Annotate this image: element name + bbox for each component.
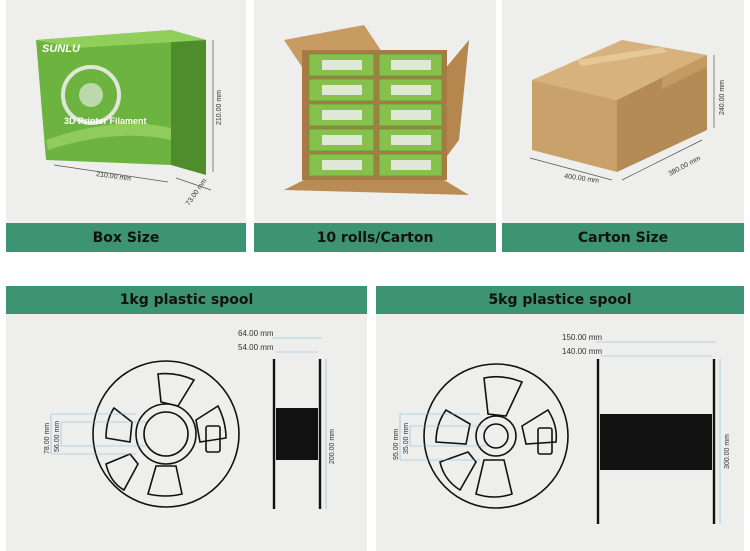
spool-1kg-side-view	[272, 359, 322, 509]
box-size-photo: SUNLU 3D Printer Filament 210.00 mm 210.…	[6, 0, 246, 223]
spool-5kg-inner-width: 140.00 mm	[562, 347, 602, 356]
box-size-caption: Box Size	[6, 223, 246, 252]
rolls-carton-photo	[254, 0, 496, 223]
box-title: 3D Printer Filament	[64, 116, 147, 126]
carton-length-label: 400.00 mm	[564, 173, 600, 185]
carton-width-label: 380.00 mm	[668, 155, 702, 178]
carton-size-photo: 400.00 mm 380.00 mm 240.00 mm	[502, 0, 744, 223]
spool-1kg-panel: 1kg plastic spool	[6, 286, 367, 551]
spool-1kg-hub-outer: 78.00 mm	[44, 423, 51, 454]
rolls-carton-panel: 10 rolls/Carton	[254, 0, 496, 252]
carton-size-panel: 400.00 mm 380.00 mm 240.00 mm Carton Siz…	[502, 0, 744, 252]
spool-5kg-front-view	[423, 363, 569, 509]
box-size-panel: SUNLU 3D Printer Filament 210.00 mm 210.…	[6, 0, 246, 252]
spool-5kg-panel: 5kg plastice spool	[376, 286, 744, 551]
box-width-label: 210.00 mm	[96, 171, 132, 183]
spool-1kg-front-view	[92, 360, 240, 508]
carton-height-label: 240.00 mm	[719, 80, 726, 115]
box-height-label: 210.00 mm	[216, 90, 223, 125]
rolls-carton-caption: 10 rolls/Carton	[254, 223, 496, 252]
spool-1kg-diameter: 200.00 mm	[329, 429, 336, 464]
spool-5kg-hub-inner: 35.00 mm	[403, 423, 410, 454]
spool-5kg-side-view	[596, 359, 716, 524]
box-brand: SUNLU	[42, 43, 81, 55]
spool-1kg-hub-inner: 56.00 mm	[54, 421, 61, 452]
spool-1kg-inner-width: 54.00 mm	[238, 343, 274, 352]
spool-1kg-drawing: 78.00 mm 56.00 mm 64.00 mm 54.00 mm 200.…	[6, 314, 367, 551]
spool-5kg-diameter: 300.00 mm	[724, 434, 731, 469]
spool-5kg-hub-outer: 95.00 mm	[393, 429, 400, 460]
spool-5kg-title: 5kg plastice spool	[376, 286, 744, 314]
carton-size-caption: Carton Size	[502, 223, 744, 252]
spool-1kg-title: 1kg plastic spool	[6, 286, 367, 314]
spool-5kg-outer-width: 150.00 mm	[562, 333, 602, 342]
spool-1kg-outer-width: 64.00 mm	[238, 329, 274, 338]
spool-5kg-drawing: 95.00 mm 35.00 mm 150.00 mm 140.00 mm 30…	[376, 314, 744, 551]
